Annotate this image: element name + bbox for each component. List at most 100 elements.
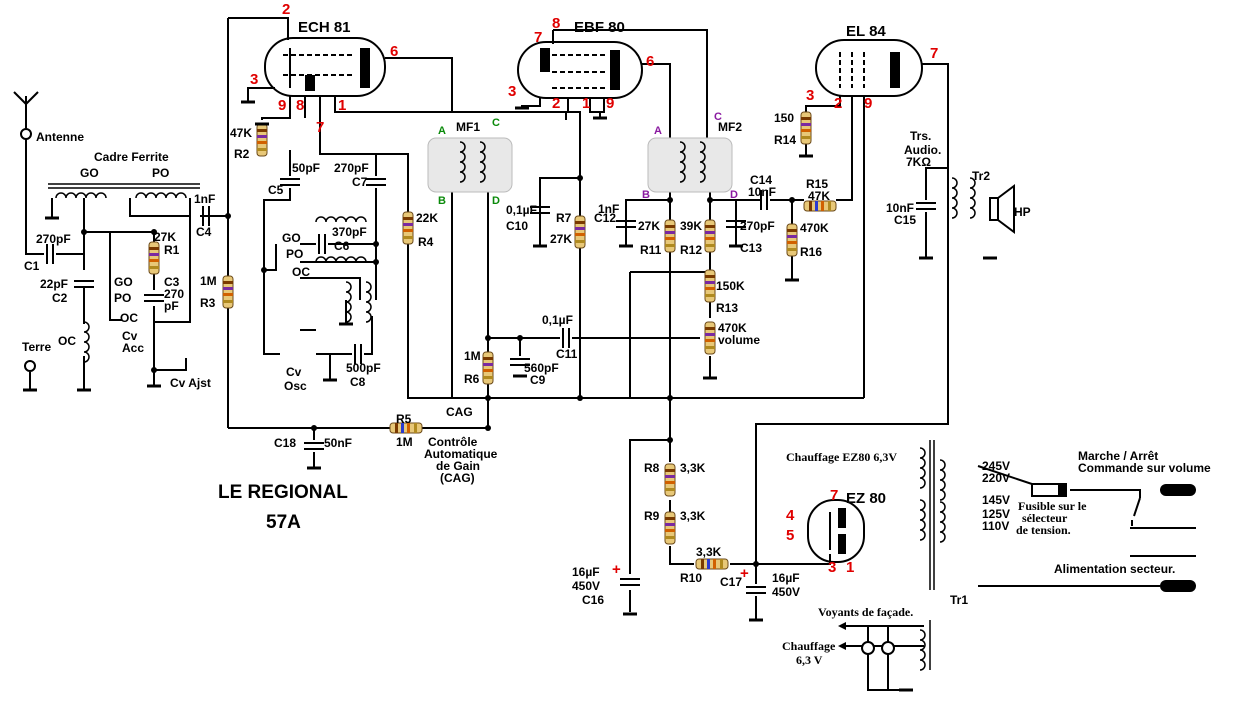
pin-label: 7 <box>316 119 324 136</box>
pin-label: 6 <box>390 43 398 60</box>
label: C16 <box>582 593 604 607</box>
label: C7 <box>352 175 368 189</box>
label: Cv <box>122 329 138 343</box>
label: 0,1µF <box>542 313 573 327</box>
pin-label: 5 <box>786 527 794 544</box>
pin-label: 2 <box>552 95 560 112</box>
el84-label: EL 84 <box>846 23 886 40</box>
label: R10 <box>680 571 702 585</box>
label: 150 <box>774 111 794 125</box>
label: Alimentation secteur. <box>1054 562 1175 576</box>
label: C14 <box>750 173 772 187</box>
label: 47K <box>808 189 830 203</box>
pin-label: 2 <box>282 1 290 18</box>
label: R13 <box>716 301 738 315</box>
pin-label: 8 <box>296 97 304 114</box>
label: 10nF <box>748 185 776 199</box>
indicator-lamps <box>838 622 924 691</box>
label: 1M <box>396 435 413 449</box>
label: 1nF <box>598 202 619 216</box>
label: B <box>642 189 650 201</box>
label: Terre <box>22 340 51 354</box>
grounds <box>21 100 999 692</box>
label: R11 <box>640 243 662 257</box>
label: R12 <box>680 243 702 257</box>
label: 270pF <box>334 161 369 175</box>
label: C3 <box>164 275 180 289</box>
pin-label: 9 <box>278 97 286 114</box>
label: 450V <box>572 579 600 593</box>
ferrite-coils <box>48 183 200 363</box>
mains-transformer <box>919 440 946 671</box>
label: pF <box>164 299 179 313</box>
label: 27K <box>638 219 660 233</box>
label: Acc <box>122 341 144 355</box>
label: 27K <box>550 232 572 246</box>
label: 39K <box>680 219 702 233</box>
tube-ebf80 <box>517 41 643 99</box>
label: 150K <box>716 279 745 293</box>
label: R8 <box>644 461 660 475</box>
label: MF1 <box>456 120 480 134</box>
pin-label: 7 <box>930 45 938 62</box>
pin-label: 9 <box>606 95 614 112</box>
label: Chauffage <box>782 639 836 653</box>
label: R5 <box>396 412 412 426</box>
label: de tension. <box>1016 523 1071 537</box>
label: 10nF <box>886 201 914 215</box>
label: PO <box>152 166 169 180</box>
mf1-transformer <box>427 137 513 193</box>
label: 3,3K <box>696 545 722 559</box>
label: 0,1µF <box>506 203 537 217</box>
label: Audio. <box>904 143 941 157</box>
label: 500pF <box>346 361 381 375</box>
pin-label: 3 <box>806 87 814 104</box>
svg-text:+: + <box>612 561 621 578</box>
label: 270pF <box>36 232 71 246</box>
label: R6 <box>464 372 480 386</box>
label: Commande sur volume <box>1078 461 1211 475</box>
label: 125V <box>982 507 1010 521</box>
label: Osc <box>284 379 307 393</box>
label: C <box>492 117 500 129</box>
label: 560pF <box>524 361 559 375</box>
mf2-transformer <box>647 137 733 193</box>
label: Fusible sur le <box>1018 499 1087 513</box>
pin-label: 2 <box>834 95 842 112</box>
label: 245V <box>982 459 1010 473</box>
title-line1: LE REGIONAL <box>218 482 348 503</box>
label: 370pF <box>332 225 367 239</box>
label: Automatique <box>424 447 498 461</box>
label: OC <box>58 334 76 348</box>
label: R2 <box>234 147 250 161</box>
label: C12 <box>594 211 616 225</box>
label: 110V <box>982 519 1009 533</box>
label: Antenne <box>36 130 84 144</box>
tube-ez80 <box>807 499 865 563</box>
pin-label: 1 <box>846 559 854 576</box>
pin-label: 4 <box>786 507 795 524</box>
label: A <box>438 125 446 137</box>
label: R1 <box>164 243 180 257</box>
ez80-label: EZ 80 <box>846 490 886 507</box>
label: B <box>438 195 446 207</box>
label: C15 <box>894 213 916 227</box>
label: Trs. <box>910 129 931 143</box>
label: 270 <box>164 287 184 301</box>
pin-label: 6 <box>646 53 654 70</box>
label: C17 <box>720 575 742 589</box>
pin-label: 9 <box>864 95 872 112</box>
label: R4 <box>418 235 434 249</box>
label: 47K <box>230 126 252 140</box>
label: 220V <box>982 471 1010 485</box>
label: 22pF <box>40 277 68 291</box>
label: 27K <box>154 230 176 244</box>
label: OC <box>292 265 310 279</box>
label: R3 <box>200 296 216 310</box>
label: 145V <box>982 493 1010 507</box>
label: R14 <box>774 133 796 147</box>
label: 3,3K <box>680 461 706 475</box>
label: 7KΩ <box>906 155 931 169</box>
pin-label: 3 <box>250 71 258 88</box>
pin-label: 3 <box>508 83 516 100</box>
